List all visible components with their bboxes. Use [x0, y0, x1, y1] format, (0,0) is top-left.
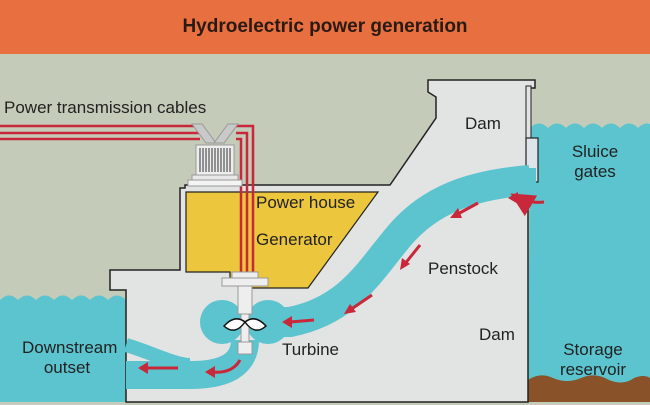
label-turbine: Turbine — [282, 340, 340, 359]
turbine-icon — [221, 271, 269, 355]
label-storage-line2: reservoir — [559, 360, 627, 379]
arrow-heads — [138, 192, 518, 378]
downstream-water — [0, 295, 126, 402]
flow-arrow — [289, 318, 315, 324]
title-bar: Hydroelectric power generation — [0, 0, 650, 54]
label-dam-bottom: Dam — [479, 325, 515, 344]
label-storage-reservoir: Storage reservoir — [548, 340, 638, 380]
flow-arrow — [211, 359, 242, 374]
label-power-house: Power house — [256, 193, 356, 212]
diagram-title: Hydroelectric power generation — [182, 16, 468, 37]
label-penstock: Penstock — [428, 259, 498, 278]
label-downstream-line1: Downstream — [22, 338, 118, 357]
label-sluice-line1: Sluice — [571, 142, 619, 161]
label-generator: Generator — [256, 230, 333, 249]
transmission-cables — [0, 124, 255, 285]
transformer-icon — [187, 123, 243, 187]
label-sluice-line2: gates — [574, 162, 616, 181]
label-dam-top: Dam — [465, 114, 501, 133]
reservoir-soil — [528, 375, 650, 402]
label-power-transmission-cables: Power transmission cables — [4, 98, 207, 117]
penstock — [258, 165, 532, 337]
label-downstream-line2: outset — [43, 358, 91, 377]
label-storage-line1: Storage — [563, 340, 623, 359]
flow-arrow — [349, 293, 373, 312]
label-downstream-outset: Downstream outset — [22, 338, 118, 378]
reservoir-water — [528, 123, 650, 402]
label-sluice-gates: Sluice gates — [560, 142, 630, 182]
